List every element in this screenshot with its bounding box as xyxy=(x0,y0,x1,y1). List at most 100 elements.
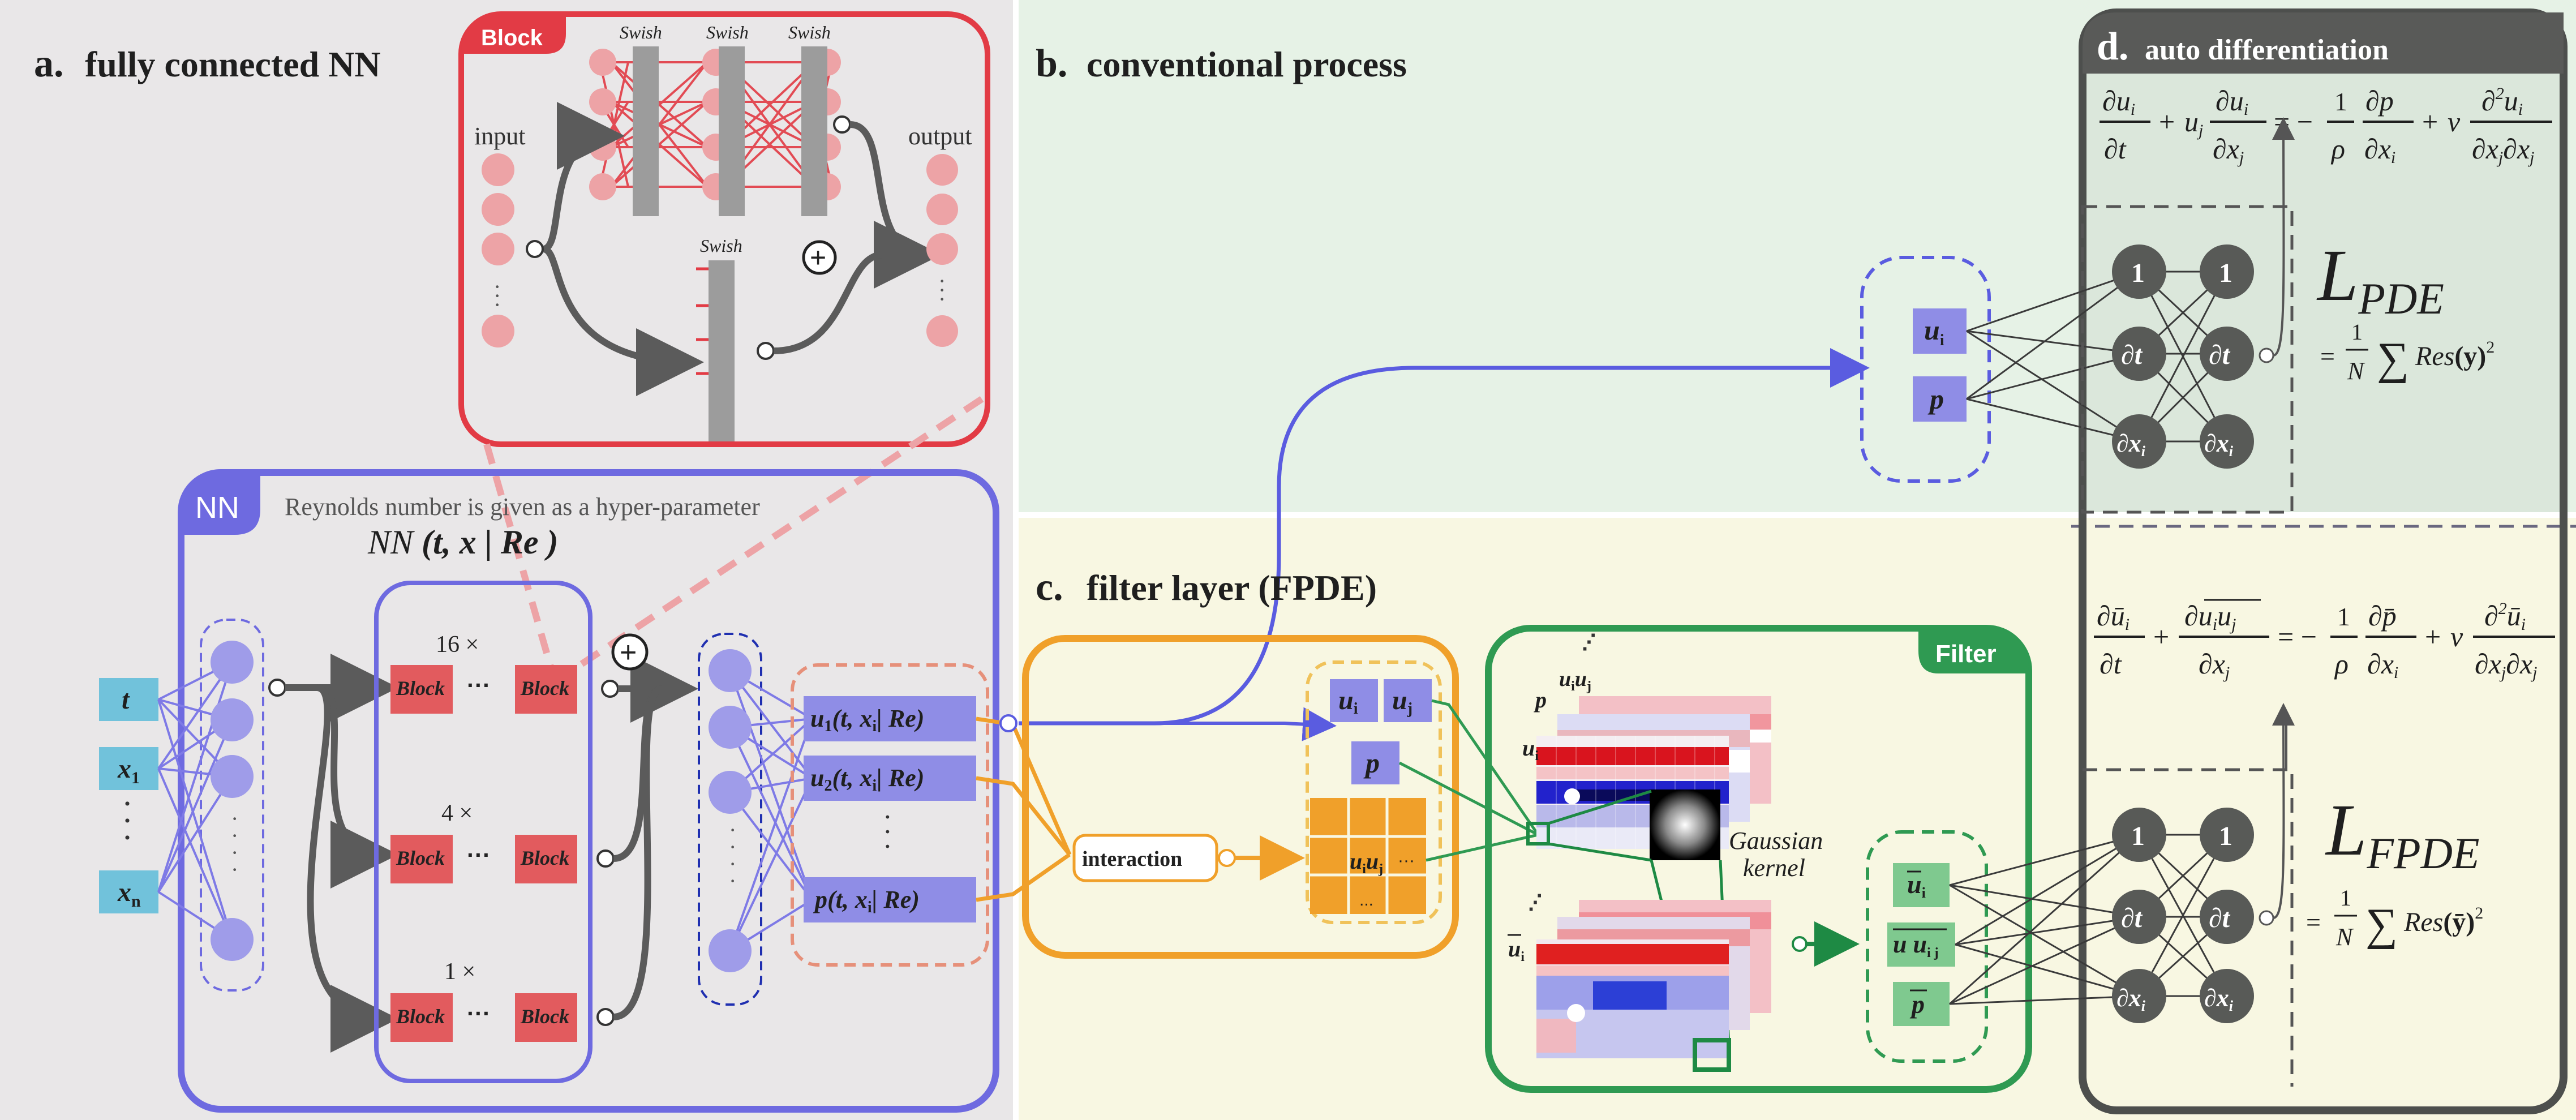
eq-top-equals: = − xyxy=(2274,106,2313,138)
eq-top-dxi: ∂xi xyxy=(2364,133,2395,167)
field-p-label: p xyxy=(1363,747,1380,779)
eq-bottom-rho: ρ xyxy=(2334,648,2349,680)
panel-d-letter: d. xyxy=(2097,25,2128,68)
block-arrow-bottom xyxy=(542,246,704,396)
autodiff-b-node-dt-label: ∂t xyxy=(2121,903,2143,933)
row-1-block-a xyxy=(390,993,453,1042)
nn-hidden-out-frame xyxy=(698,633,762,1006)
row-16-block-a-label: Block xyxy=(396,677,445,700)
loss-fpde-L: L xyxy=(2325,789,2367,871)
row-4-block-a-label: Block xyxy=(396,847,445,869)
autodiff-b-node-1b-label: 1 xyxy=(2219,821,2232,851)
loss-fpde-res: Res(ȳ)2 xyxy=(2403,904,2483,937)
uiuj-dots-bottom: ... xyxy=(1359,891,1373,909)
uiuj-grid: uiuj ··· ... xyxy=(1310,798,1426,914)
row-4-port xyxy=(596,849,615,868)
field-uj-var: u xyxy=(1392,685,1407,715)
loss-fpde-res-word: Res xyxy=(2403,907,2443,937)
filtered-p xyxy=(1893,982,1950,1026)
output-p-label: p(t, xi| Re) xyxy=(813,886,920,916)
filtered-u-label: ui xyxy=(1907,870,1926,901)
uiuj-u1: u xyxy=(1350,848,1362,874)
row-1-port xyxy=(596,1008,615,1026)
autodiff-node-dxb-label: ∂xi xyxy=(2204,430,2234,460)
block-arrow-out-bottom xyxy=(773,251,883,354)
autodiff-b-node-dxb xyxy=(2200,969,2254,1023)
loss-fpde-one: 1 xyxy=(2340,885,2351,911)
block-residual-plus: + xyxy=(810,242,826,273)
nn-formula-args: (t, x | Re ) xyxy=(422,523,559,561)
nn-out-hidden-dots: ···· xyxy=(729,817,736,894)
panel-c-background xyxy=(1019,518,2576,1120)
row-16-block-b xyxy=(515,665,577,714)
row-1-multiplier: 1 × xyxy=(444,959,475,985)
autodiff-b-node-dx-var: ∂x xyxy=(2116,984,2141,1012)
filtered-u xyxy=(1893,863,1950,907)
autodiff-b-node-dt xyxy=(2112,890,2166,944)
conventional-u-sub: i xyxy=(1940,332,1944,349)
eq-bottom-dxi: ∂xi xyxy=(2367,648,2398,682)
autodiff-node-dtb-label: ∂t xyxy=(2209,340,2231,370)
input-x1-label: x1 xyxy=(117,754,140,787)
autodiff-node-1b xyxy=(2200,244,2254,299)
autodiff-b-node-1-label: 1 xyxy=(2131,821,2145,851)
autodiff-node-dt-label: ∂t xyxy=(2121,340,2143,370)
block-output-node xyxy=(926,154,958,186)
fields-frame xyxy=(1306,660,1442,924)
output-u2-var: u xyxy=(810,764,824,792)
uiuj-label: uiuj xyxy=(1350,848,1383,877)
loss-fpde-ybar: (ȳ) xyxy=(2443,907,2475,937)
nn-output-frame xyxy=(791,663,989,967)
interaction-port xyxy=(1218,849,1236,867)
output-u1-sub2: i xyxy=(872,718,877,735)
autodiff-b-node-dtb xyxy=(2200,890,2254,944)
uiuj-sub2: j xyxy=(1378,862,1383,877)
filtered-window xyxy=(1693,1038,1731,1072)
field-uj xyxy=(1384,679,1432,722)
stack-label-uiuj-sub1: i xyxy=(1571,679,1575,694)
row-4-block-a xyxy=(390,835,453,883)
block-output-node xyxy=(926,315,958,347)
stack-label-ui-sub: i xyxy=(1535,749,1539,763)
eq-bottom-numerator-2: ∂uiuj xyxy=(2184,600,2236,634)
zoom-line-right xyxy=(569,396,984,674)
row-1-block-a-label: Block xyxy=(396,1005,445,1028)
loss-pde-one: 1 xyxy=(2351,319,2363,345)
panel-b-background xyxy=(1019,0,2576,512)
autodiff-node-dxb-var: ∂x xyxy=(2204,430,2229,457)
filtered-u-var: u xyxy=(1907,870,1922,899)
route-to-fields xyxy=(1154,707,1337,741)
nn-hidden-node xyxy=(211,698,254,741)
autodiff-bottom-arrow xyxy=(2272,703,2295,919)
block-input-node xyxy=(482,233,514,265)
autodiff-bottom: 1 ∂t ∂xi 1 ∂t ∂xi xyxy=(1949,703,2295,1087)
autodiff-b-node-dx-sub: i xyxy=(2141,998,2146,1014)
eq-top-nu: ν xyxy=(2448,106,2461,138)
nn-split-port xyxy=(268,679,286,697)
fields-to-filter-lines xyxy=(1398,699,1540,862)
output-u1-sub: 1 xyxy=(824,718,832,735)
output-u2-tail: | Re) xyxy=(877,764,924,792)
loss-pde-sub: PDE xyxy=(2358,274,2444,323)
input-xn-label: xn xyxy=(117,877,141,911)
autodiff-node-dxb xyxy=(2200,414,2254,469)
autodiff-top-arrow xyxy=(2272,117,2295,357)
input-t xyxy=(99,678,158,721)
autodiff-node-1-label: 1 xyxy=(2131,258,2145,288)
row-16-port xyxy=(601,680,619,698)
conventional-u-var: u xyxy=(1924,314,1940,346)
autodiff-node-1b-label: 1 xyxy=(2219,258,2232,288)
input-xn xyxy=(99,870,158,913)
row-1-block-b-label: Block xyxy=(520,1005,569,1028)
output-p-args: (t, x xyxy=(827,886,868,913)
input-t-label: t xyxy=(122,685,130,715)
output-u1-var: u xyxy=(810,705,824,732)
stack-label-uiuj: uiuj xyxy=(1559,667,1591,694)
output-dots: ··· xyxy=(883,801,892,862)
output-u2-label: u2(t, xi| Re) xyxy=(810,764,924,795)
stack-label-ui: ui xyxy=(1522,735,1539,763)
loss-fpde-sub: FPDE xyxy=(2366,829,2479,878)
eq-top-dp: ∂p xyxy=(2365,85,2394,117)
filtered-u-sub: i xyxy=(1922,885,1926,901)
eq-top-rho: ρ xyxy=(2330,133,2345,165)
